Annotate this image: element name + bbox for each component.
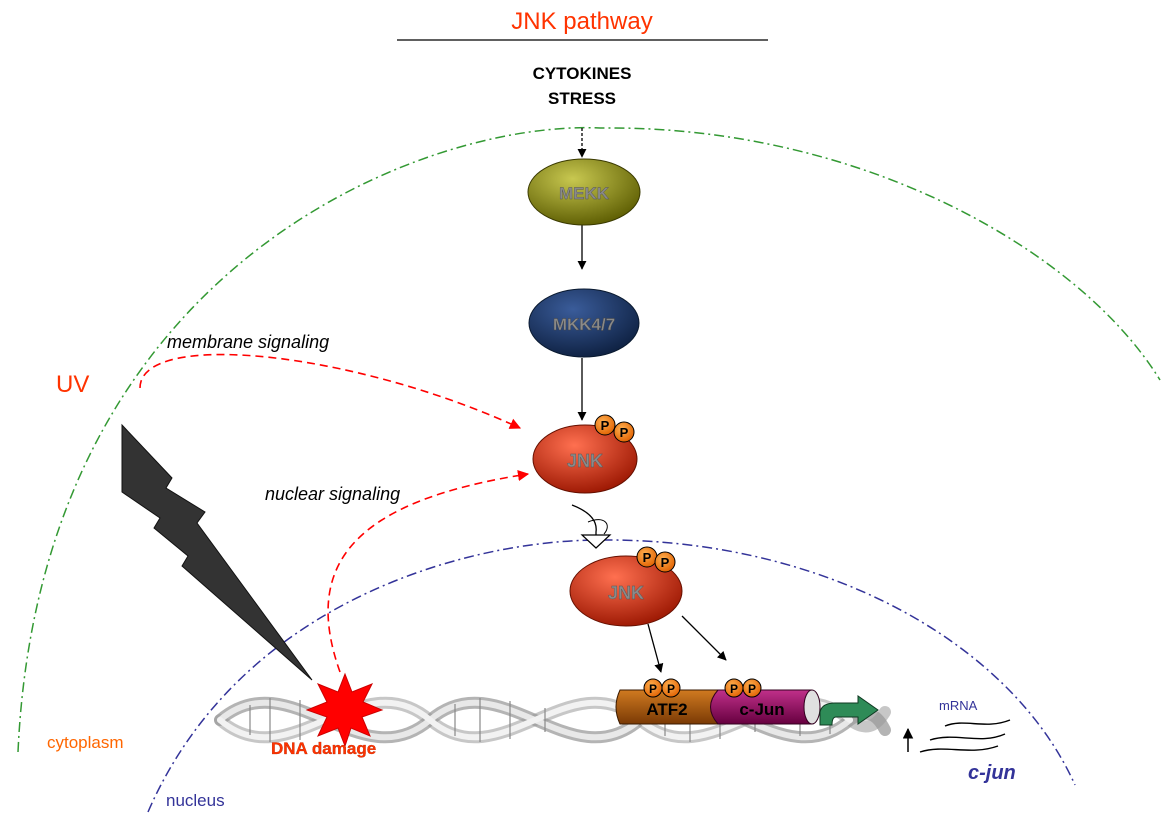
- phospho-badge: P: [724, 678, 744, 698]
- mkk47-label: MKK4/7: [553, 315, 615, 334]
- atf2-label: ATF2: [646, 700, 687, 719]
- nuclear-signaling-label: nuclear signaling: [265, 484, 400, 504]
- dna-damage-label: DNA damage: [271, 739, 376, 758]
- dna-damage-starburst: [305, 672, 384, 748]
- phospho-badge: P: [636, 546, 658, 568]
- cell-membrane: [17, 126, 1161, 753]
- cjun-gene-label: c-jun: [968, 762, 1016, 784]
- svg-text:P: P: [649, 682, 657, 696]
- svg-text:P: P: [730, 682, 738, 696]
- nuclear-signaling-arrow: [327, 470, 530, 673]
- svg-text:P: P: [661, 555, 670, 570]
- phospho-badge: P: [594, 414, 616, 436]
- phospho-badge: P: [742, 678, 762, 698]
- mekk-node: MEKK: [527, 158, 641, 226]
- jnk-cytoplasmic-label: JNK: [567, 451, 603, 471]
- membrane-signaling-arrow: [139, 353, 522, 429]
- mkk47-node: MKK4/7: [528, 288, 640, 358]
- nucleus-label: nucleus: [166, 791, 225, 810]
- mrna-label: mRNA: [939, 698, 978, 713]
- transcription-arrow: [819, 695, 879, 726]
- uv-label: UV: [56, 371, 89, 398]
- jnk-nuclear-label: JNK: [608, 583, 644, 603]
- cjun-factor: c-Jun: [710, 689, 821, 725]
- mrna-strands: [919, 719, 1011, 753]
- cytoplasm-label: cytoplasm: [47, 733, 124, 752]
- mekk-label: MEKK: [559, 184, 610, 203]
- phospho-badge: P: [613, 421, 635, 443]
- svg-text:P: P: [667, 682, 675, 696]
- membrane-signaling-label: membrane signaling: [167, 332, 329, 352]
- cjun-label: c-Jun: [739, 700, 784, 719]
- svg-text:P: P: [748, 682, 756, 696]
- svg-text:P: P: [601, 418, 610, 433]
- jnk-nuclear-node: JNK P P: [569, 546, 683, 627]
- stimulus-stress: STRESS: [548, 89, 616, 108]
- diagram-title: JNK pathway: [511, 8, 652, 35]
- stimulus-cytokines: CYTOKINES: [533, 64, 632, 83]
- svg-text:P: P: [620, 425, 629, 440]
- nuclear-membrane: [147, 539, 1076, 813]
- svg-text:P: P: [643, 550, 652, 565]
- uv-lightning-bolt: [121, 423, 313, 681]
- phospho-badge: P: [643, 678, 663, 698]
- phospho-badge: P: [654, 551, 676, 573]
- jnk-cytoplasmic-node: JNK P P: [532, 414, 638, 494]
- phospho-badge: P: [661, 678, 681, 698]
- arrow-jnk-to-cjun: [681, 615, 727, 661]
- arrow-jnk-to-atf2: [647, 623, 664, 673]
- translocation-arrow: [571, 504, 612, 549]
